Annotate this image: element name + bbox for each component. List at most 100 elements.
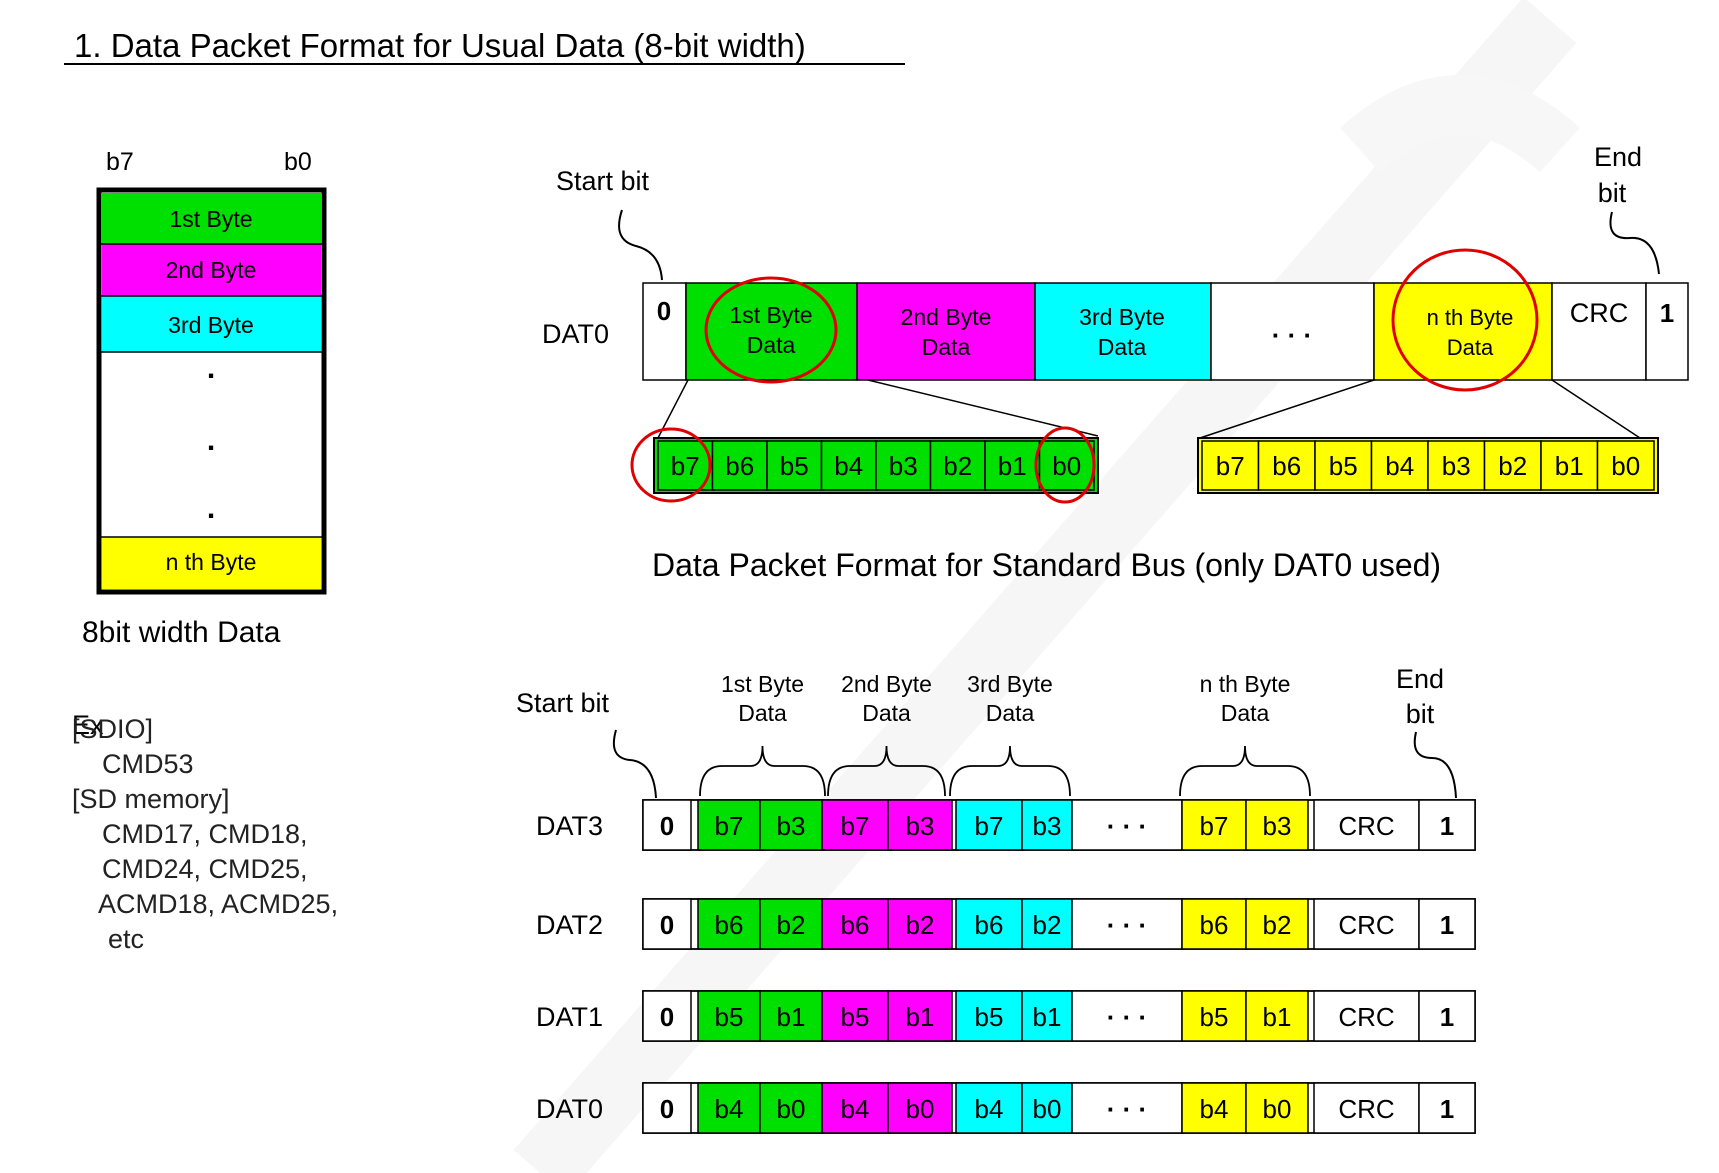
byte-stack-row-label: 1st Byte — [169, 206, 252, 232]
data-line-cell-label: b7 — [975, 811, 1004, 841]
data-line-cell-label: b6 — [975, 910, 1004, 940]
example-line: ACMD18, ACMD25, — [98, 889, 339, 919]
data-line-cell — [955, 898, 1023, 950]
data-line-cell — [642, 898, 692, 950]
data-line-cell-label: 0 — [660, 1002, 674, 1032]
byte-brace-label: Data — [1221, 700, 1270, 726]
data-line-cell-label: CRC — [1338, 910, 1394, 940]
byte-1-label: Data — [747, 332, 796, 358]
data-line-cell-label: b5 — [975, 1002, 1004, 1032]
data-line-cell-label: b7 — [715, 811, 744, 841]
byte-brace-label: 1st Byte — [721, 671, 804, 697]
byte-3-label: 3rd Byte — [1079, 304, 1165, 330]
example-line: [SDIO] — [72, 714, 154, 744]
byte-n-label: n th Byte — [1427, 305, 1514, 330]
byte-brace — [1179, 745, 1311, 797]
example-line: CMD53 — [102, 749, 194, 779]
data-line-cell-label: 1 — [1440, 811, 1454, 841]
crc-label: CRC — [1570, 298, 1629, 328]
data-line-cell — [1313, 1082, 1420, 1134]
data-line-cell-label: b2 — [1263, 910, 1292, 940]
byte-brace — [949, 745, 1071, 797]
byte-2-label: 2nd Byte — [901, 304, 992, 330]
byte-brace-label: 2nd Byte — [841, 671, 932, 697]
highlight-circle — [704, 276, 838, 384]
end-bit-pointer — [1609, 211, 1660, 275]
bit-label: b1 — [1555, 451, 1584, 481]
data-line-cell — [697, 1082, 761, 1134]
data-line-cell — [759, 898, 823, 950]
data-line-cell-label: b7 — [1200, 811, 1229, 841]
data-line-cell — [821, 990, 889, 1042]
data-line-cell — [1181, 898, 1247, 950]
dat0-line-label: DAT0 — [542, 319, 609, 349]
byte-brace-label: Data — [738, 700, 787, 726]
end-bit-label: End — [1396, 664, 1444, 694]
bit-cell — [766, 440, 823, 491]
expansion-line — [867, 379, 1099, 437]
data-line-cell-label: CRC — [1338, 811, 1394, 841]
example-commands: [SDIO] CMD53 [SD memory] CMD17, CMD18, C… — [72, 712, 412, 957]
data-line-cell-label: b2 — [906, 910, 935, 940]
end-bit-pointer — [1413, 731, 1457, 799]
data-line-cell-label: b0 — [1263, 1094, 1292, 1124]
bit-label: b7 — [671, 451, 700, 481]
data-line-cell-label: b3 — [906, 811, 935, 841]
byte-brace — [699, 745, 826, 797]
bit-label: b6 — [725, 451, 754, 481]
data-line-cell — [1245, 898, 1309, 950]
data-line-cell — [1418, 990, 1476, 1042]
byte-stack-row-label: n th Byte — [166, 549, 257, 575]
data-line-cell — [642, 799, 692, 851]
data-line-cell — [821, 898, 889, 950]
examples-heading: Ex — [72, 710, 104, 740]
data-line-label: DAT1 — [536, 1002, 603, 1032]
data-line-cell — [1313, 990, 1420, 1042]
data-line-cell — [1181, 1082, 1247, 1134]
data-line-cell-label: b6 — [1200, 910, 1229, 940]
highlight-circle — [1034, 426, 1096, 504]
bit-label: b3 — [1442, 451, 1471, 481]
start-bit-label: Start bit — [556, 166, 650, 196]
bit-cell — [1427, 440, 1486, 491]
standard-bus-diagram: Start bit End bit DAT0 0 1st Byte Data 2… — [542, 142, 1689, 583]
data-line-cell — [955, 990, 1023, 1042]
data-line-cell-label: b2 — [777, 910, 806, 940]
data-line-cell — [697, 799, 761, 851]
start-bit-pointer — [618, 209, 663, 281]
byte-2-cell — [856, 282, 1036, 381]
bit-label: b2 — [943, 451, 972, 481]
byte-brace-label: n th Byte — [1200, 671, 1291, 697]
start-bit-label: Start bit — [516, 688, 610, 718]
data-line-cell-label: 0 — [660, 1094, 674, 1124]
end-bit-label: bit — [1598, 178, 1627, 208]
byte-stack-row-2 — [102, 244, 321, 296]
bit-label: b5 — [780, 451, 809, 481]
bit-label: b2 — [1498, 451, 1527, 481]
data-line-cell — [821, 799, 889, 851]
bit-label: b4 — [1385, 451, 1414, 481]
data-line-cell-label: CRC — [1338, 1094, 1394, 1124]
byte-brace-label: Data — [986, 700, 1035, 726]
byte-stack-lsb-label: b0 — [284, 148, 312, 176]
data-line-cell — [955, 1082, 1023, 1134]
data-line-cell-label: 1 — [1440, 910, 1454, 940]
data-line-cell — [1181, 799, 1247, 851]
bit-cell — [1370, 440, 1429, 491]
data-line-cell — [887, 898, 953, 950]
data-line-cell — [1021, 799, 1073, 851]
byte-stack-dot: . — [207, 424, 215, 457]
data-line-cell-label: CRC — [1338, 1002, 1394, 1032]
byte-stack-row-1 — [102, 193, 321, 244]
byte-stack-row-3 — [102, 296, 321, 352]
data-line-cell — [759, 990, 823, 1042]
data-line-cell — [887, 799, 953, 851]
bit-cell — [1314, 440, 1373, 491]
end-bit-cell — [1645, 282, 1689, 381]
example-line: CMD17, CMD18, — [102, 819, 308, 849]
bit-cell — [984, 440, 1041, 491]
data-line-cell — [1021, 1082, 1073, 1134]
